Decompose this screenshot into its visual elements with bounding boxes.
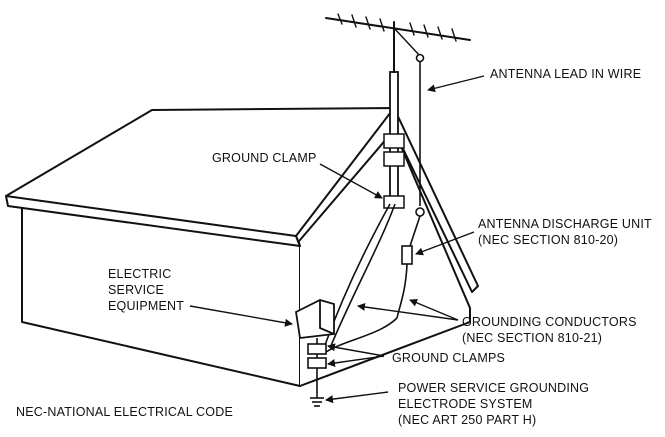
grounding-conductors-label: GROUNDING CONDUCTORS (NEC SECTION 810-21…	[462, 314, 637, 346]
service-equipment-box	[295, 299, 335, 339]
nec-legend: NEC-NATIONAL ELECTRICAL CODE	[16, 405, 233, 419]
leader-conductor-a	[409, 299, 459, 321]
ground-clamp-boxes	[307, 338, 327, 398]
leader-clamp-b	[327, 355, 385, 367]
power-service-line-1: POWER SERVICE GROUNDING	[398, 381, 590, 395]
lead-in-wire	[396, 53, 425, 319]
power-service-line-3: (NEC ART 250 PART H)	[398, 413, 537, 427]
leader-discharge-unit	[415, 231, 475, 256]
leader-electrode	[325, 391, 389, 404]
ground-clamps-label: GROUND CLAMPS	[392, 351, 506, 365]
grounding-conductors-line-1: GROUNDING CONDUCTORS	[462, 315, 637, 329]
leader-clamp-a	[327, 343, 385, 357]
antenna-boom	[325, 17, 471, 41]
leader-conductor-b	[357, 303, 459, 321]
ground-electrode	[310, 397, 324, 407]
power-service-grounding-label: POWER SERVICE GROUNDING ELECTRODE SYSTEM…	[398, 380, 589, 428]
antenna-elements	[337, 13, 457, 42]
leader-lead-in	[427, 75, 485, 93]
antenna-discharge-unit-line-1: ANTENNA DISCHARGE UNIT	[478, 217, 652, 231]
electric-service-line-2: SERVICE	[108, 283, 165, 297]
electric-service-line-3: EQUIPMENT	[108, 299, 185, 313]
antenna-lead-in-wire-label: ANTENNA LEAD IN WIRE	[490, 67, 642, 81]
antenna-discharge-unit-line-2: (NEC SECTION 810-20)	[478, 233, 619, 247]
electric-service-line-1: ELECTRIC	[108, 267, 172, 281]
ground-clamp-label: GROUND CLAMP	[212, 151, 317, 165]
antenna-discharge-unit-label: ANTENNA DISCHARGE UNIT (NEC SECTION 810-…	[478, 216, 652, 248]
leader-service-equipment	[189, 305, 293, 327]
roof-edge-right	[393, 107, 479, 293]
gable-wall	[299, 129, 471, 387]
electric-service-equipment-label: ELECTRIC SERVICE EQUIPMENT	[108, 266, 184, 314]
grounding-conductors-line-2: (NEC SECTION 810-21)	[462, 331, 603, 345]
leader-ground-clamp	[319, 163, 383, 199]
power-service-line-2: ELECTRODE SYSTEM	[398, 397, 533, 411]
